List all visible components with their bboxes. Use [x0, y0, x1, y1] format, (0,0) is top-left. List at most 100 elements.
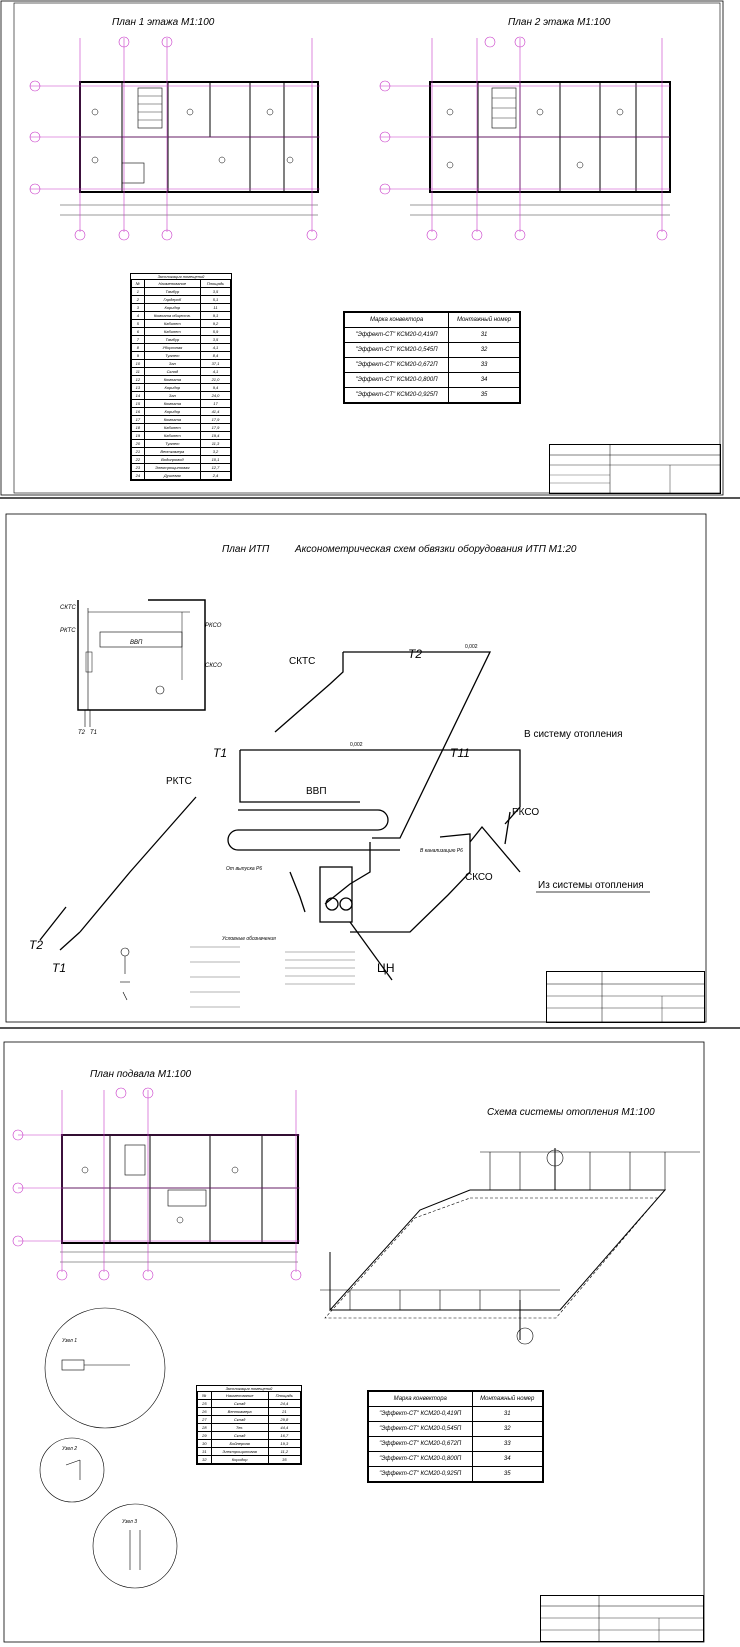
- rooms3-cell: Коридор: [210, 1455, 269, 1464]
- legend-title: Условные обозначения: [222, 936, 276, 942]
- rooms3-header-cell: №: [197, 1391, 212, 1400]
- rooms1-cell: 6: [131, 327, 145, 336]
- label-from-heating: Из системы отопления: [538, 880, 644, 891]
- rooms1-cell: 24,0: [199, 391, 232, 400]
- rooms1-cell: 20: [131, 439, 145, 448]
- rad3-cell: 34: [471, 1451, 544, 1467]
- rooms1-cell: 3,2: [199, 447, 232, 456]
- rooms1-cell: Комната: [143, 415, 201, 424]
- rooms1-header-cell: Площадь: [199, 279, 232, 288]
- node-3-label: Узел 3: [122, 1519, 137, 1525]
- rooms1-cell: Венткамера: [143, 447, 201, 456]
- rooms1-cell: Туалет: [143, 439, 201, 448]
- basement-axes: [12, 1087, 302, 1281]
- rad3-cell: 32: [471, 1421, 544, 1437]
- rooms1-cell: Душевая: [143, 471, 201, 480]
- itp-plan-title: План ИТП: [222, 544, 270, 555]
- rooms3-caption: Экспликация помещений: [225, 1386, 273, 1391]
- rooms1-cell: 37,1: [199, 359, 232, 368]
- rooms1-cell: 9,1: [199, 311, 232, 320]
- rooms1-cell: Кабинет: [143, 327, 201, 336]
- rad1-cell: 32: [448, 342, 520, 358]
- rooms1-cell: 17,9: [199, 423, 232, 432]
- rooms1-cell: 2,4: [199, 471, 232, 480]
- rooms1-cell: Уборочная: [143, 343, 201, 352]
- rooms3-cell: 35: [267, 1455, 302, 1464]
- rooms1-cell: Туалет: [143, 351, 201, 360]
- rad1-cell: "Эффект-СТ" КСМ20-0,800П: [343, 372, 450, 388]
- rooms1-cell: 15: [131, 399, 145, 408]
- rooms1-cell: Тамбур: [143, 335, 201, 344]
- rooms1-cell: Комната: [143, 399, 201, 408]
- rooms3-cell: 29: [197, 1431, 212, 1440]
- rad1-cell: "Эффект-СТ" КСМ20-0,672П: [343, 357, 450, 373]
- rooms1-cell: Комната обществ.: [143, 311, 201, 320]
- rooms3-cell: Венткамера: [210, 1407, 269, 1416]
- rooms1-cell: 8,4: [199, 351, 232, 360]
- sheet-separator-2: [0, 1027, 740, 1029]
- rooms1-cell: 16: [131, 407, 145, 416]
- rooms-table-caption: Экспликация помещений: [157, 274, 205, 279]
- rooms1-cell: 10: [131, 359, 145, 368]
- rooms1-cell: 2: [131, 295, 145, 304]
- label-t2: Т2: [408, 647, 422, 661]
- rooms3-header-cell: Площадь: [267, 1391, 302, 1400]
- title-block-sheet1: [549, 444, 721, 494]
- label-t1: Т1: [213, 746, 227, 760]
- rooms1-cell: 7: [131, 335, 145, 344]
- rad1-cell: 31: [448, 327, 520, 343]
- rooms1-cell: 12: [131, 375, 145, 384]
- rooms1-cell: 11,3: [199, 439, 232, 448]
- rooms3-cell: 11,2: [267, 1447, 302, 1456]
- detail-nodes: [39, 1307, 178, 1589]
- label-to-heating: В систему отопления: [524, 729, 623, 740]
- rooms1-cell: Коридор: [143, 303, 201, 312]
- rooms1-cell: Коридор: [143, 383, 201, 392]
- plan1-axes: [29, 36, 320, 241]
- rad3-cell: "Эффект-СТ" КСМ20-0,672П: [368, 1436, 473, 1452]
- legend-symbols: [120, 946, 355, 1008]
- rooms1-cell: Кабинет: [143, 319, 201, 328]
- rad1-header-cell: Монтажный номер: [448, 312, 520, 328]
- label-sktc-small: СКТС: [60, 605, 77, 611]
- rooms1-cell: Комната: [143, 375, 201, 384]
- rooms3-cell: Электрощитовая: [210, 1447, 269, 1456]
- rooms1-cell: Коридор: [143, 407, 201, 416]
- rooms1-cell: 3,5: [199, 287, 232, 296]
- plan1-drawing: [60, 81, 319, 216]
- rooms3-cell: 32: [197, 1455, 212, 1464]
- rooms1-cell: 17: [199, 399, 232, 408]
- sheet-heating: План подвала М1:100 Схема системы отопле…: [0, 1040, 740, 1645]
- rooms1-cell: 4,1: [199, 343, 232, 352]
- itp-plan: [77, 599, 206, 727]
- rooms1-cell: 17: [131, 415, 145, 424]
- heating-risers: [349, 1152, 666, 1310]
- rooms3-header-cell: Наименование: [210, 1391, 269, 1400]
- label-t11: Т11: [450, 746, 470, 760]
- rooms3-cell: 44,4: [267, 1423, 302, 1432]
- rad1-cell: 35: [448, 387, 520, 403]
